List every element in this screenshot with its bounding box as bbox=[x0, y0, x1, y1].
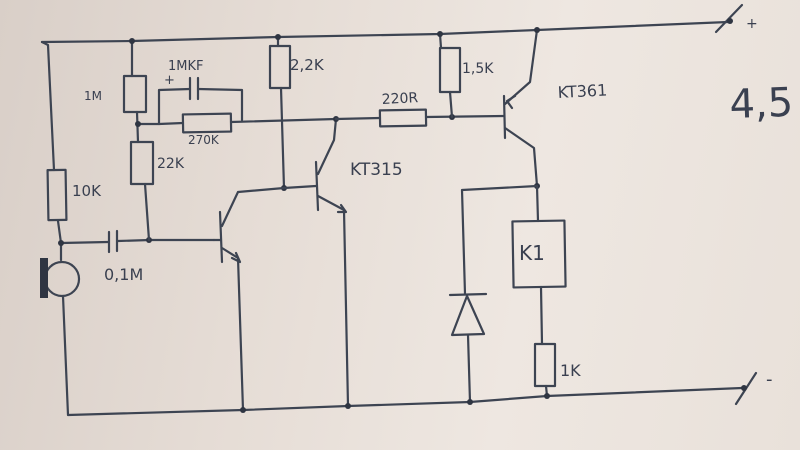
resistor-1m bbox=[122, 38, 148, 144]
resistor-270k bbox=[157, 112, 338, 134]
supply-voltage-label: 4,5 bbox=[729, 80, 794, 128]
label-k1: K1 bbox=[519, 241, 545, 265]
label-10k: 10K bbox=[72, 182, 102, 200]
resistor-2-2k bbox=[268, 34, 292, 191]
capacitor-0-1m bbox=[58, 229, 216, 254]
label-1-5k: 1,5K bbox=[462, 61, 494, 77]
transistor-q1 bbox=[212, 186, 286, 413]
label-270k: 270K bbox=[188, 133, 220, 147]
resistor-22k bbox=[129, 140, 155, 242]
transistor-kt361 bbox=[502, 27, 540, 189]
diode bbox=[448, 184, 539, 405]
label-1k: 1K bbox=[560, 361, 581, 380]
resistor-220r bbox=[334, 108, 506, 128]
microphone bbox=[40, 241, 81, 417]
negative-rail bbox=[66, 371, 758, 417]
label-220r: 220R bbox=[381, 90, 419, 108]
label-kt361: KT361 bbox=[557, 80, 607, 102]
capacitor-1mkf bbox=[135, 76, 244, 127]
resistor-10k bbox=[40, 40, 68, 245]
positive-rail bbox=[40, 3, 744, 44]
transistor-kt315 bbox=[282, 116, 351, 409]
resistor-1-5k bbox=[437, 31, 462, 119]
label-kt315: KT315 bbox=[350, 160, 403, 180]
label-1mkf-polarity: + bbox=[164, 73, 175, 88]
label-1mkf: 1MKF bbox=[168, 59, 204, 74]
label-0-1m: 0,1M bbox=[104, 265, 143, 284]
minus-terminal-label: - bbox=[766, 369, 773, 390]
label-22k: 22K bbox=[157, 156, 185, 172]
resistor-1k bbox=[533, 342, 557, 399]
label-2-2k: 2,2K bbox=[290, 56, 325, 74]
relay-k1 bbox=[511, 184, 567, 346]
plus-terminal-label: + bbox=[746, 16, 758, 32]
label-1m: 1M bbox=[84, 89, 102, 103]
